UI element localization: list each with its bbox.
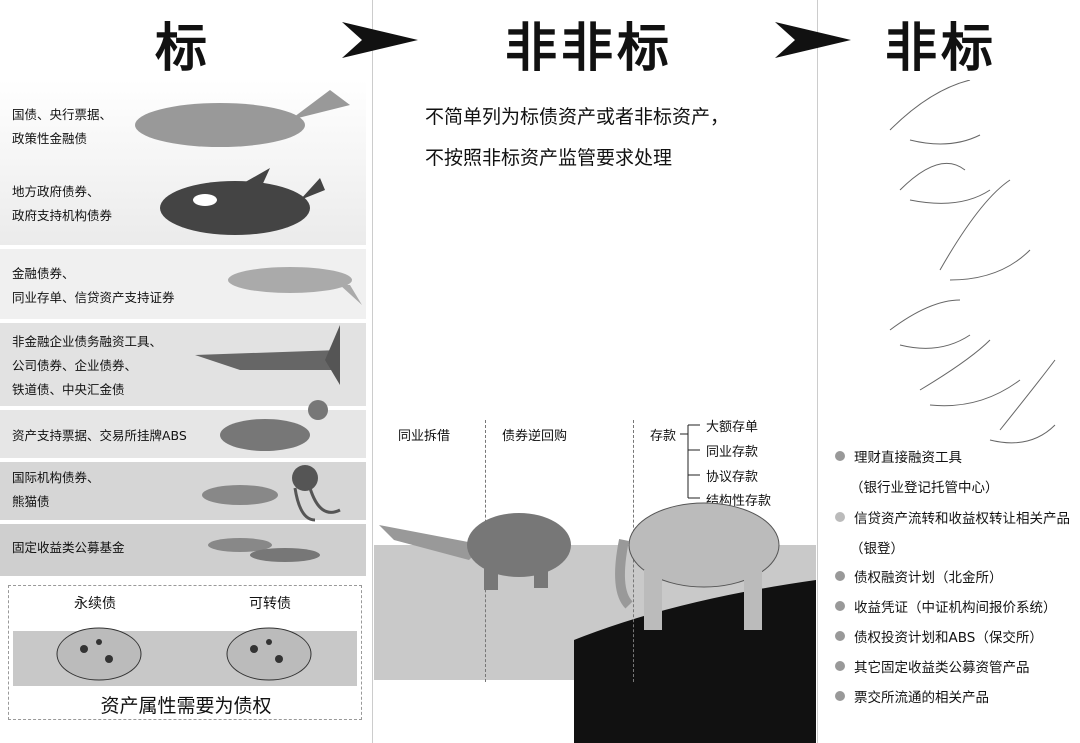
elephant-icon <box>615 502 780 630</box>
bird-icon <box>899 162 991 204</box>
deposit-type: 同业存款 <box>706 445 759 460</box>
bullet-icon <box>835 691 845 701</box>
hippo-icon <box>467 513 571 590</box>
bird-icon <box>989 359 1056 444</box>
frog-icon <box>56 627 142 681</box>
bullet-icon <box>835 512 845 522</box>
crocodile-icon <box>379 525 484 560</box>
label-sovereign: 国债、央行票据、政策性金融债 <box>12 107 113 146</box>
label-reverse-repo: 债券逆回购 <box>502 429 568 444</box>
list-item: 收益凭证（中证机构间报价系统） <box>835 596 1057 616</box>
list-item: （银行业登记托管中心） <box>850 480 999 496</box>
divider-left <box>372 0 373 743</box>
label-abs: 资产支持票据、交易所挂牌ABS <box>12 428 187 443</box>
birds-illustration <box>889 80 1056 444</box>
frog-icon <box>226 627 312 681</box>
middle-desc-line1: 不简单列为标债资产或者非标资产， <box>425 106 730 128</box>
animals-left <box>135 90 362 562</box>
deposit-type: 协议存款 <box>706 470 759 485</box>
list-item: 其它固定收益类公募资管产品 <box>835 656 1030 676</box>
label-convertible: 可转债 <box>249 596 291 612</box>
orca-icon <box>160 168 325 235</box>
whale-icon <box>135 90 350 147</box>
box-footer: 资产属性需要为债权 <box>100 695 272 717</box>
marlin-icon <box>195 325 340 385</box>
header-nonstandard: 非标 <box>885 19 998 79</box>
list-item: 信贷资产流转和收益权转让相关产品 <box>835 507 1070 527</box>
label-perpetual: 永续债 <box>74 596 116 612</box>
list-item: 理财直接融资工具 <box>835 446 962 466</box>
squid-icon <box>202 465 341 522</box>
divider-right <box>817 0 818 743</box>
dolphin-icon <box>228 267 362 305</box>
turtle-icon <box>220 400 328 451</box>
label-local-gov: 地方政府债券、政府支持机构债券 <box>12 184 113 223</box>
bird-icon <box>919 339 1021 407</box>
hybrid-bond-box: 永续债 可转债 资产属性需要为债权 <box>8 585 362 720</box>
bullet-icon <box>835 601 845 611</box>
bullet-icon <box>835 631 845 641</box>
label-corporate: 非金融企业债务融资工具、公司债券、企业债券、铁道债、中央汇金债 <box>12 334 163 397</box>
deposit-type: 大额存单 <box>706 420 759 435</box>
bullet-icon <box>835 661 845 671</box>
fish-icon <box>208 538 320 562</box>
list-item: 债权投资计划和ABS（保交所） <box>835 626 1043 646</box>
label-financial: 金融债券、同业存单、信贷资产支持证券 <box>12 266 175 305</box>
label-international: 国际机构债券、熊猫债 <box>12 470 100 509</box>
arrow-right-icon <box>775 22 851 58</box>
bird-icon <box>889 80 981 145</box>
bird-icon <box>889 299 971 349</box>
bird-icon <box>939 179 1031 281</box>
label-deposit: 存款 <box>650 429 677 444</box>
bullet-icon <box>835 451 845 461</box>
list-item: 票交所流通的相关产品 <box>835 686 989 706</box>
arrow-right-icon <box>342 22 418 58</box>
list-item: 债权融资计划（北金所） <box>835 566 1003 586</box>
middle-desc-line2: 不按照非标资产监管要求处理 <box>425 147 673 169</box>
list-item: （银登） <box>850 541 904 557</box>
bullet-icon <box>835 571 845 581</box>
label-fund: 固定收益类公募基金 <box>12 540 125 555</box>
header-standard: 标 <box>155 19 212 79</box>
deposit-bracket <box>680 424 700 499</box>
label-interbank: 同业拆借 <box>398 429 451 444</box>
animals-middle <box>379 502 780 630</box>
header-middle: 非非标 <box>505 19 674 79</box>
